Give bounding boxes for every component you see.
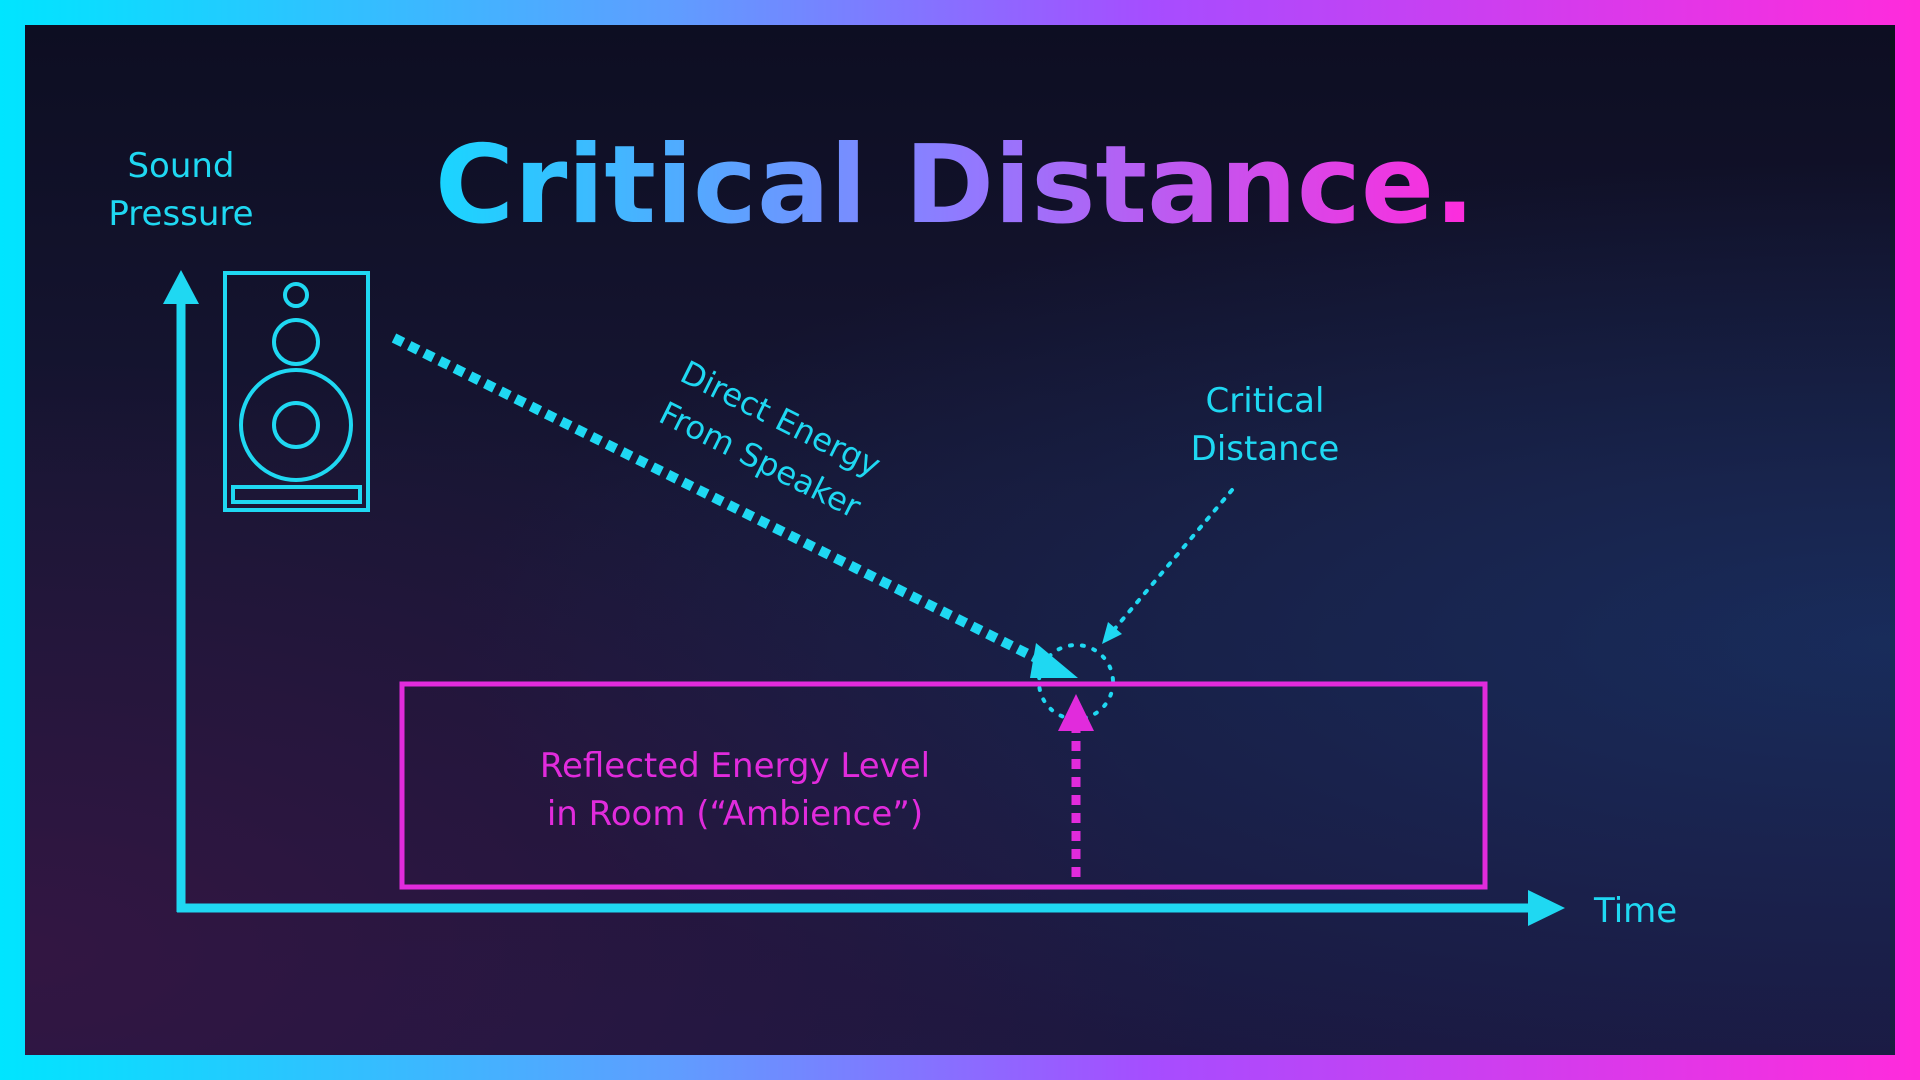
speaker-icon: [223, 271, 370, 512]
x-axis-label: Time: [1593, 891, 1677, 931]
direct-energy-line: [391, 333, 1043, 665]
y-axis-arrow: [163, 270, 199, 304]
x-axis-arrow: [1528, 890, 1565, 926]
reflected-energy-arrow: [1058, 694, 1094, 731]
direct-energy-arrow: [1030, 643, 1078, 678]
page-title: Critical Distance.: [435, 123, 1475, 248]
axes: [163, 270, 1565, 926]
reflected-energy-box: [399, 681, 1488, 890]
direct-energy-label: Direct Energy From Speaker: [653, 353, 886, 526]
reflected-energy-label-line2: in Room (“Ambience”): [547, 794, 923, 834]
critical-distance-label-line1: Critical: [1206, 381, 1325, 421]
diagram-panel: [25, 25, 1895, 1055]
critical-distance-pointer: [1110, 488, 1234, 634]
y-axis-label-line2: Pressure: [108, 194, 253, 234]
reflected-energy-label-line1: Reflected Energy Level: [540, 746, 930, 786]
critical-distance-label-line2: Distance: [1191, 429, 1340, 469]
critical-distance-pointer-arrow: [1102, 622, 1122, 644]
y-axis-label-line1: Sound: [127, 146, 234, 186]
